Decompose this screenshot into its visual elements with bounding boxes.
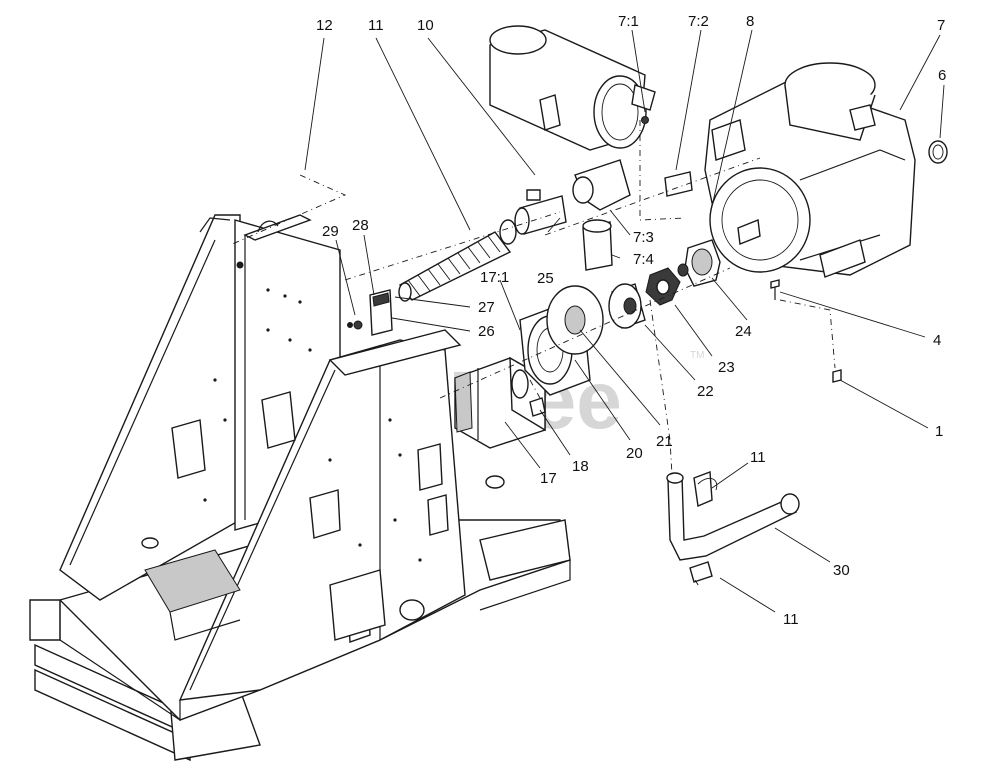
callout-17: 17 bbox=[540, 470, 557, 487]
callout-11-hose: 11 bbox=[368, 17, 384, 34]
callout-17-1: 17:1 bbox=[480, 269, 509, 286]
callout-18: 18 bbox=[572, 458, 589, 475]
centerlines bbox=[229, 120, 836, 589]
pump-coupling-assembly bbox=[454, 239, 721, 449]
callout-28: 28 bbox=[352, 217, 369, 234]
watermark-trademark: TM bbox=[690, 350, 704, 361]
callout-21: 21 bbox=[656, 433, 673, 450]
callout-7-1: 7:1 bbox=[618, 13, 639, 30]
callout-labels: 12 11 10 7:1 7:2 8 7 6 29 28 7:3 7:4 17:… bbox=[316, 13, 946, 628]
callout-12: 12 bbox=[316, 17, 333, 34]
exhaust-assembly bbox=[666, 471, 800, 583]
callout-7-4: 7:4 bbox=[633, 251, 654, 268]
callout-7-3: 7:3 bbox=[633, 229, 654, 246]
callout-26: 26 bbox=[478, 323, 495, 340]
callout-20: 20 bbox=[626, 445, 643, 462]
callout-6: 6 bbox=[938, 67, 946, 84]
callout-24: 24 bbox=[735, 323, 752, 340]
callout-1: 1 bbox=[935, 423, 943, 440]
callout-29: 29 bbox=[322, 223, 339, 240]
callout-7: 7 bbox=[937, 17, 945, 34]
callout-10: 10 bbox=[417, 17, 434, 34]
callout-27: 27 bbox=[478, 299, 495, 316]
callout-4: 4 bbox=[933, 332, 941, 349]
air-cleaner-assembly bbox=[353, 25, 656, 336]
callout-23: 23 bbox=[718, 359, 735, 376]
callout-30: 30 bbox=[833, 562, 850, 579]
callout-11-lower: 11 bbox=[783, 611, 799, 628]
callout-8: 8 bbox=[746, 13, 754, 30]
engine-assembly bbox=[664, 62, 948, 383]
callout-7-2: 7:2 bbox=[688, 13, 709, 30]
leader-lines bbox=[304, 29, 945, 613]
callout-11-upper: 11 bbox=[750, 449, 766, 466]
callout-25: 25 bbox=[537, 270, 554, 287]
frame-assembly bbox=[29, 214, 571, 762]
callout-22: 22 bbox=[697, 383, 714, 400]
